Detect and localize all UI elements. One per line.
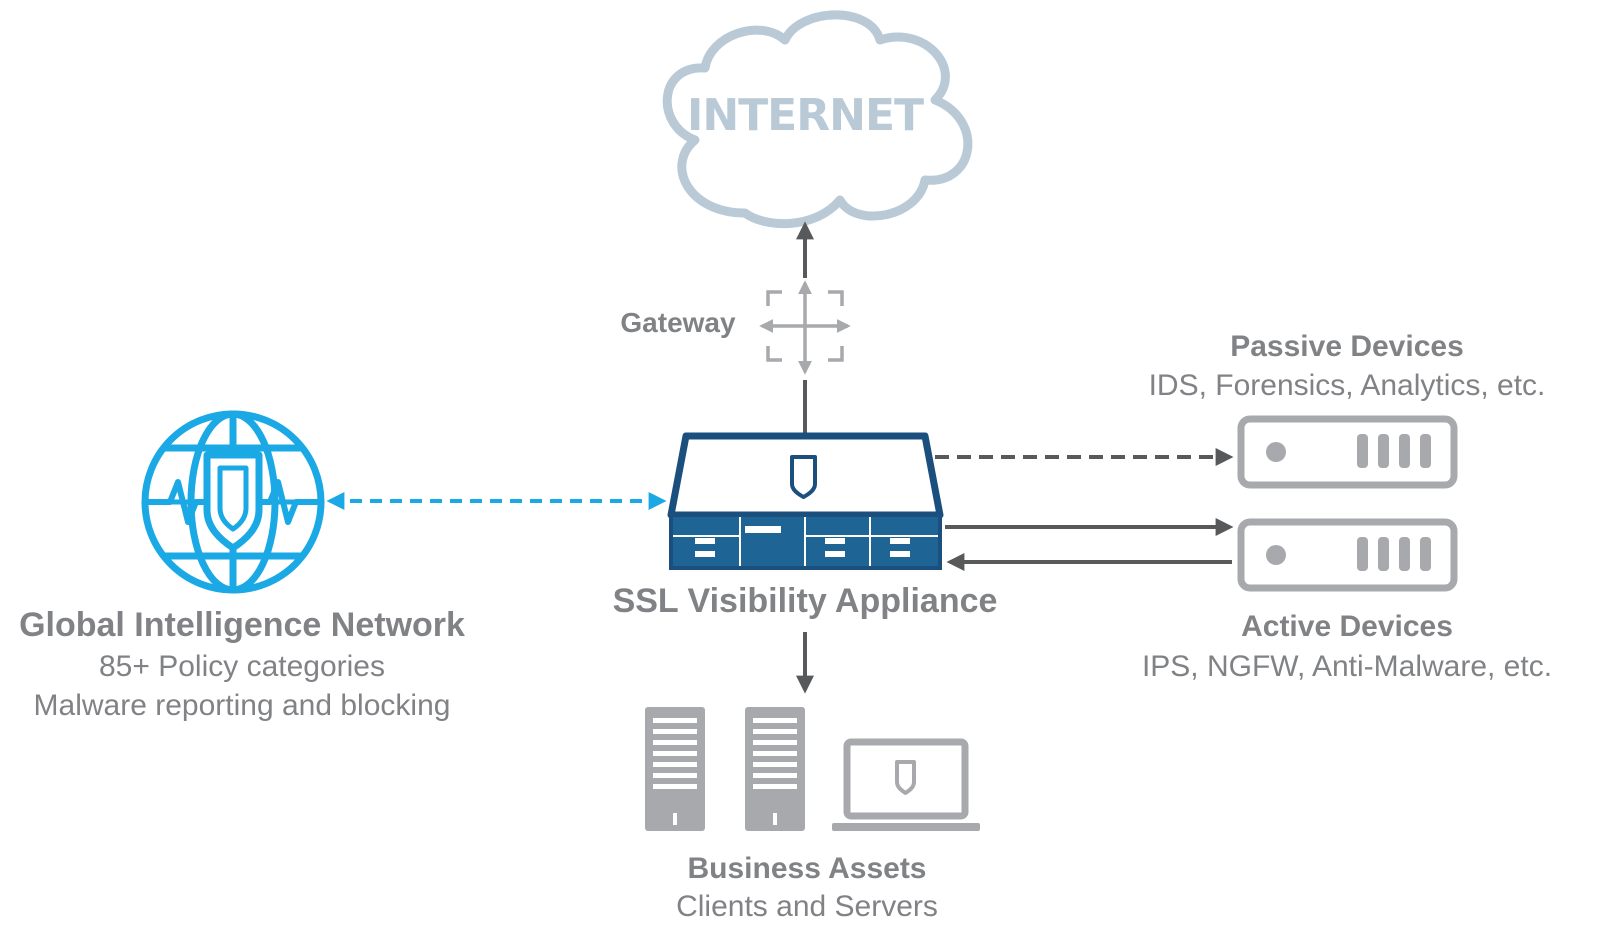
rack-device-icon (1237, 415, 1458, 489)
appliance-label: SSL Visibility Appliance (613, 582, 998, 620)
business-assets-title: Business Assets (687, 852, 926, 885)
passive-devices-subtitle: IDS, Forensics, Analytics, etc. (1149, 369, 1546, 402)
cloud-icon (662, 10, 973, 229)
laptop-icon (832, 738, 980, 831)
passive-devices-title: Passive Devices (1230, 330, 1464, 363)
business-assets-subtitle: Clients and Servers (676, 890, 938, 923)
server-tower-icon (645, 707, 705, 831)
global-intelligence-line2: Malware reporting and blocking (34, 689, 451, 722)
gateway: Gateway (620, 280, 851, 375)
business-assets: Business Assets Clients and Servers (645, 707, 980, 923)
gateway-arrows-icon (759, 280, 851, 375)
passive-devices: Passive Devices IDS, Forensics, Analytic… (1149, 330, 1546, 489)
global-intelligence-title: Global Intelligence Network (19, 606, 465, 644)
rack-device-icon (1237, 518, 1458, 592)
appliance-shield-icon (790, 455, 817, 499)
internet-label: INTERNET (687, 90, 924, 141)
ssl-appliance: SSL Visibility Appliance (613, 432, 998, 620)
laptop-shield-icon (895, 760, 916, 795)
gateway-label: Gateway (620, 307, 736, 338)
globe-shield-icon (141, 410, 325, 594)
active-devices: Active Devices IPS, NGFW, Anti-Malware, … (1142, 518, 1552, 683)
global-intelligence-line1: 85+ Policy categories (99, 650, 385, 683)
network-appliance-icon (667, 432, 944, 570)
internet-cloud: INTERNET (662, 10, 973, 229)
active-devices-subtitle: IPS, NGFW, Anti-Malware, etc. (1142, 650, 1552, 683)
global-intelligence-network: Global Intelligence Network 85+ Policy c… (19, 410, 465, 722)
active-devices-title: Active Devices (1241, 610, 1453, 643)
server-tower-icon (745, 707, 805, 831)
